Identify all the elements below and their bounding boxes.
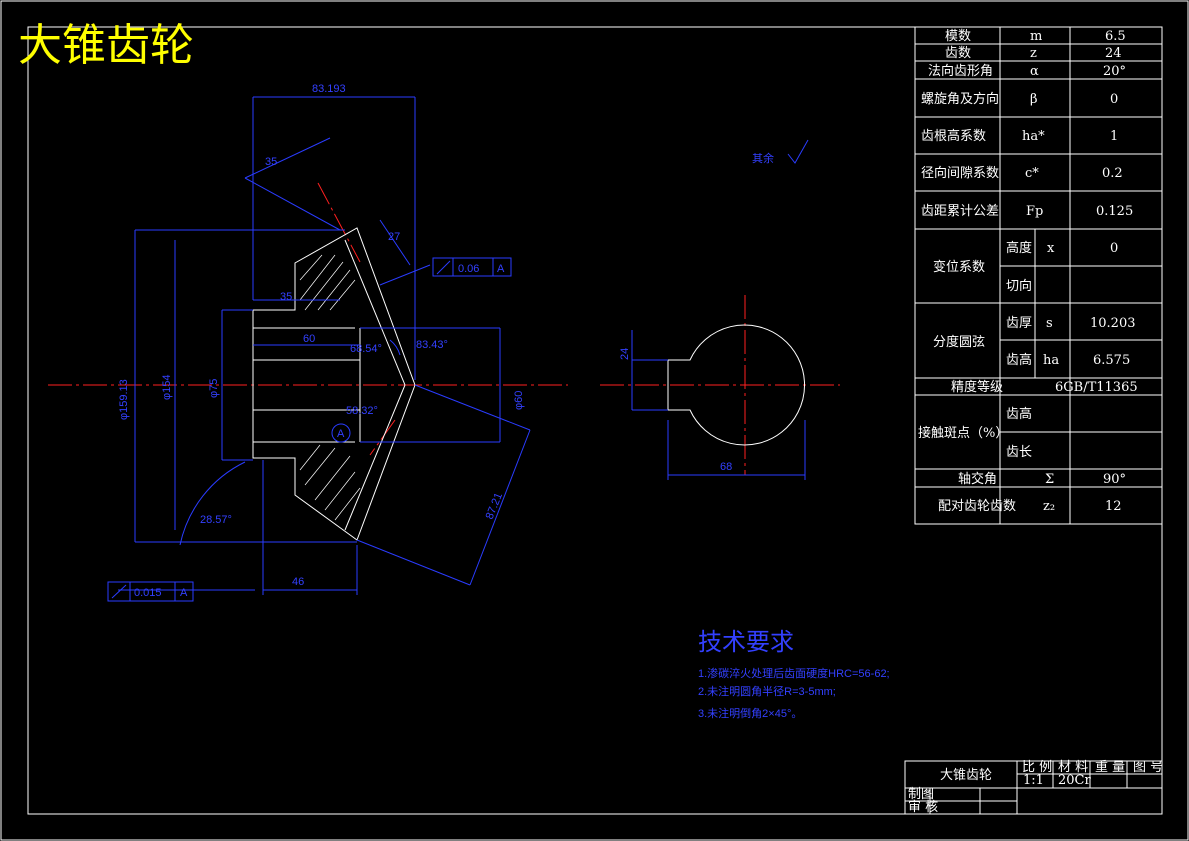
tb-h4: 图 号 [1133,760,1163,775]
angle-58: 58.32° [346,405,378,417]
dim-phi75: φ75 [208,379,220,398]
p5-name: 径向间隙系数 [921,165,999,181]
p8-sub1: 齿厚 [1006,316,1032,331]
dim-35a: 35 [265,156,277,168]
datum-a-label: A [337,428,345,440]
dim-phi154: φ154 [161,375,173,401]
p7-val1: 0 [1110,241,1118,256]
p1-val: 24 [1105,46,1122,61]
p2-val: 20° [1103,64,1126,79]
inner-border [27,26,1163,815]
p11-name: 轴交角 [958,471,997,487]
angle-68: 68.54° [350,343,382,355]
tb-draw: 制图 [908,787,934,802]
p3-sym: β [1030,92,1038,107]
p9-name: 精度等级 [951,379,1003,395]
p3-name: 螺旋角及方向 [921,91,999,107]
tb-name: 大锥齿轮 [940,768,992,783]
p2-sym: α [1030,64,1039,79]
p6-sym: Fp [1026,204,1043,219]
tech-item-3: 3.未注明倒角2×45°。 [698,706,802,720]
p5-sym: c* [1025,166,1039,181]
p7-sub2: 切向 [1006,278,1032,294]
tb-material: 20Cr [1058,773,1091,788]
p6-val: 0.125 [1096,204,1133,219]
tolerance-frame-2 [107,581,194,602]
tech-item-2: 2.未注明圆角半径R=3-5mm; [698,684,836,698]
tech-heading: 技术要求 [698,628,794,656]
dim-phi159: φ159.13 [118,379,130,420]
p4-name: 齿根高系数 [921,128,986,144]
p1-sym: z [1030,46,1037,61]
pitch-line-upper [317,182,361,263]
p5-val: 0.2 [1102,166,1123,181]
tb-h3: 重 量 [1095,759,1125,775]
p10-sub2: 齿长 [1006,445,1032,460]
p0-name: 模数 [945,29,971,44]
tb-check: 审 核 [908,800,938,815]
roughness-note: 其余 [752,151,774,165]
p1-name: 齿数 [945,46,971,61]
title-block [904,760,1163,815]
drawing-title: 大锥齿轮 [18,20,194,71]
p12-name: 配对齿轮齿数 [938,499,1016,514]
gear-section [252,227,416,541]
tb-h1: 比 例 [1022,760,1052,775]
p11-sym: Σ [1045,472,1054,487]
datum-ref-2: A [180,587,188,599]
dim-68: 68 [720,461,732,473]
pitch-line-lower [369,419,396,456]
p8-val2: 6.575 [1093,353,1130,368]
dim-46: 46 [292,576,304,588]
p2-name: 法向齿形角 [928,63,993,79]
p8-sym2: ha [1043,353,1059,368]
dim-phi60: φ60 [513,391,525,410]
p3-val: 0 [1110,92,1118,107]
p7-name: 变位系数 [933,259,985,275]
p0-val: 6.5 [1105,29,1126,44]
tech-item-1: 1.渗碳淬火处理后齿面硬度HRC=56-62; [698,666,890,680]
datum-ref-1: A [497,263,505,275]
p4-sym: ha* [1022,129,1045,144]
p11-val: 90° [1103,472,1126,487]
p8-name: 分度圆弦 [933,334,985,350]
p7-sub1: 高度 [1006,240,1032,256]
p4-val: 1 [1110,129,1118,144]
tol-006: 0.06 [458,263,479,275]
dim-27: 27 [388,231,400,243]
angle-83: 83.43° [416,339,448,351]
keyway-view [667,324,805,446]
dim-24: 24 [619,348,631,360]
p7-sym1: x [1047,241,1055,256]
p8-val1: 10.203 [1090,316,1136,331]
parameter-table [914,26,1163,525]
p9-val: 6GB/T11365 [1055,380,1138,395]
p8-sub2: 齿高 [1006,352,1032,368]
p0-sym: m [1030,29,1042,44]
p12-sym: z₂ [1043,499,1055,514]
dimension-lines [118,96,806,595]
p12-val: 12 [1105,499,1122,514]
dim-35b: 35 [280,291,292,303]
tolerance-frame-1 [432,257,512,277]
p10-sub1: 齿高 [1006,406,1032,422]
roughness-symbol [787,139,809,164]
datum-a-symbol [331,423,351,443]
p8-sym1: s [1046,316,1053,331]
tb-h2: 材 料 [1058,760,1088,775]
dim-83: 83.193 [312,83,346,95]
tb-scale: 1:1 [1023,773,1044,788]
p6-name: 齿距累计公差 [921,204,999,219]
tol-0015: 0.015 [134,587,162,599]
dim-60: 60 [303,333,315,345]
dim-87: 87.21 [484,491,505,521]
p10-name: 接触斑点（%） [918,425,1008,441]
angle-28: 28.57° [200,514,232,526]
